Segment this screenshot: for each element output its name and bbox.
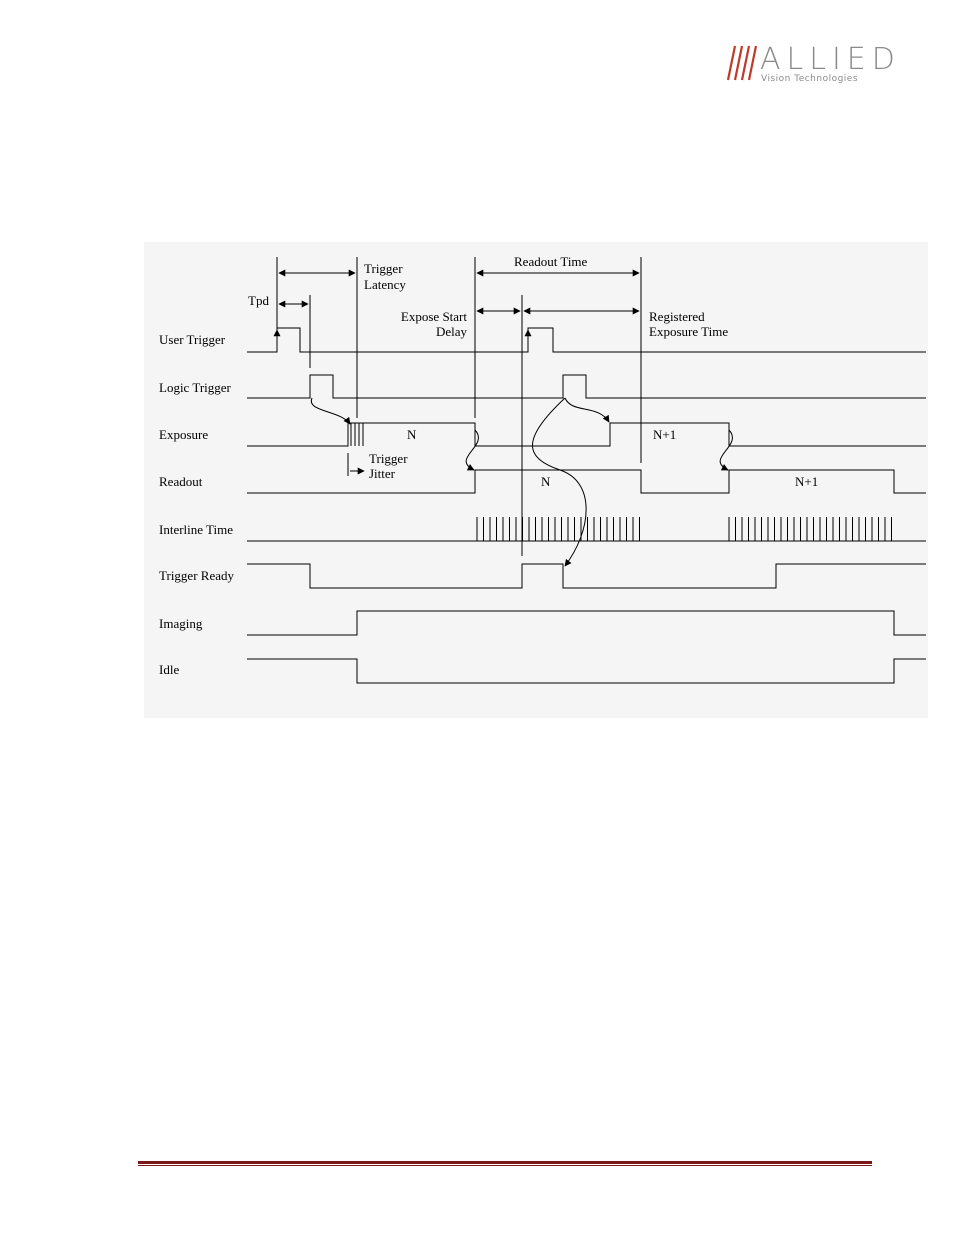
label-exposure: Exposure xyxy=(159,427,208,442)
annot-exposure-n: N xyxy=(407,427,417,442)
logo-subtitle: Vision Technologies xyxy=(761,74,858,84)
exposure-jitter-lines xyxy=(351,423,363,446)
curve-exposure-to-readout-n1 xyxy=(720,430,732,470)
waveform-exposure xyxy=(247,423,926,446)
waveform-trigger-ready xyxy=(247,564,926,588)
waveform-imaging xyxy=(247,611,926,635)
label-interline-time: Interline Time xyxy=(159,522,233,537)
annot-exposure-n1: N+1 xyxy=(653,427,676,442)
interline-tick-marks xyxy=(477,517,892,541)
annot-readout-n1: N+1 xyxy=(795,474,818,489)
label-trigger-ready: Trigger Ready xyxy=(159,568,234,583)
waveform-user-trigger xyxy=(247,328,926,352)
curve-exposure-to-readout-n xyxy=(466,430,478,470)
annot-trigger-jitter-2: Jitter xyxy=(369,466,396,481)
annot-trigger-latency-1: Trigger xyxy=(364,261,403,276)
annot-readout-time: Readout Time xyxy=(514,254,588,269)
annot-trigger-jitter-1: Trigger xyxy=(369,451,408,466)
logo-wordmark: ALLIED xyxy=(760,42,901,77)
waveform-logic-trigger xyxy=(247,375,926,398)
annot-registered-exposure-2: Exposure Time xyxy=(649,324,728,339)
label-imaging: Imaging xyxy=(159,616,203,631)
annot-registered-exposure-1: Registered xyxy=(649,309,705,324)
curve-logic-to-exposure xyxy=(311,398,350,424)
waveform-readout xyxy=(247,470,926,493)
label-logic-trigger: Logic Trigger xyxy=(159,380,232,395)
timing-diagram: User Trigger Logic Trigger Exposure Read… xyxy=(144,242,928,718)
footer-rule xyxy=(138,1161,872,1167)
waveform-idle xyxy=(247,659,926,683)
allied-logo: ALLIED Vision Technologies xyxy=(720,44,880,90)
annot-tpd: Tpd xyxy=(248,293,269,308)
annot-expose-start-delay-1: Expose Start xyxy=(401,309,467,324)
logo-slashes-icon xyxy=(720,44,760,84)
annot-expose-start-delay-2: Delay xyxy=(436,324,468,339)
label-readout: Readout xyxy=(159,474,203,489)
timing-diagram-canvas: User Trigger Logic Trigger Exposure Read… xyxy=(144,242,928,718)
annot-trigger-latency-2: Latency xyxy=(364,277,406,292)
label-idle: Idle xyxy=(159,662,179,677)
annot-readout-n: N xyxy=(541,474,551,489)
curve-logic-to-exposure-n1 xyxy=(565,398,609,422)
label-user-trigger: User Trigger xyxy=(159,332,226,347)
